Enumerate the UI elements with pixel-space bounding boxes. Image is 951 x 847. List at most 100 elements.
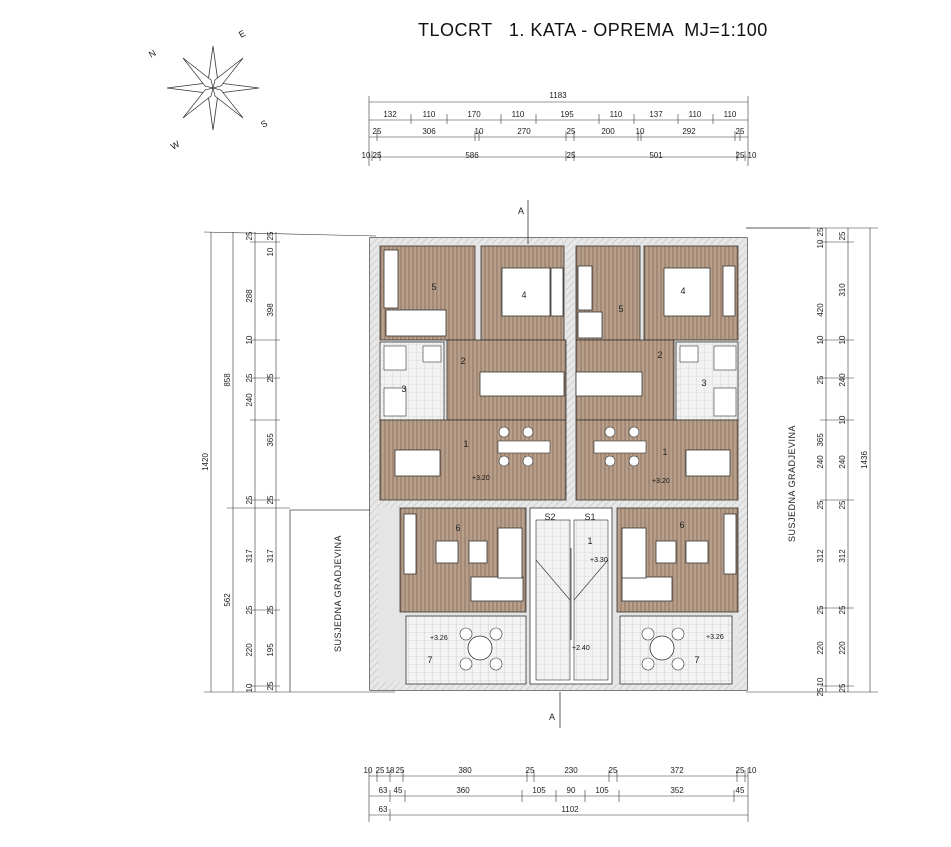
dim-text: 220 <box>245 643 254 657</box>
dim-text: 365 <box>816 433 825 447</box>
top-dimension-chains <box>368 96 749 166</box>
sofa-right <box>621 576 673 602</box>
dim-text: 380 <box>458 766 472 775</box>
bed-left-room4 <box>501 267 551 317</box>
dim-text: 240 <box>838 455 847 469</box>
room-labels: 5 4 2 3 1 6 7 5 4 2 3 1 6 7 S2 S1 1 <box>401 282 706 665</box>
neighbour-label-left: SUSJEDNA GRADJEVINA <box>333 535 343 652</box>
dim-text: 25 <box>373 151 382 160</box>
page-title: TLOCRT 1. KATA - OPREMA MJ=1:100 <box>418 20 768 40</box>
dim-text: 10 <box>748 766 757 775</box>
dim-text: 63 <box>379 786 388 795</box>
dim-text: 110 <box>724 110 737 119</box>
dim-text: 365 <box>266 433 275 447</box>
bed-left-room5 <box>385 309 447 337</box>
dining-table-right <box>685 449 731 477</box>
dim-text: 25 <box>373 127 382 136</box>
dim-text: 195 <box>266 643 275 657</box>
room-number: 2 <box>460 356 465 366</box>
dim-text: 317 <box>245 549 254 563</box>
dim-text: 25 <box>245 373 254 382</box>
dim-text: 90 <box>567 786 576 795</box>
room-7-left <box>405 615 527 685</box>
dim-text: 10 <box>816 677 825 686</box>
dim-text: 420 <box>816 303 825 317</box>
dim-text: 25 <box>736 151 745 160</box>
dim-text: 25 <box>567 151 576 160</box>
dim-text: 240 <box>816 455 825 469</box>
room-number: 6 <box>679 520 684 530</box>
dim-text: 170 <box>467 110 481 119</box>
dim-text: 105 <box>595 786 609 795</box>
dim-text: 312 <box>838 549 847 563</box>
dim-text: 1102 <box>561 805 579 814</box>
armchair-left-b <box>468 540 488 564</box>
dim-text: 25 <box>245 605 254 614</box>
elevation-label: +3.26 <box>706 634 724 641</box>
sofa-side-left <box>497 527 523 579</box>
armchair-right-b <box>685 540 709 564</box>
dim-text: 240 <box>838 373 847 387</box>
dim-text: 25 <box>736 766 745 775</box>
dim-text: 200 <box>601 127 615 136</box>
table-chair <box>628 426 640 438</box>
terrace-chair-left <box>489 657 503 671</box>
dim-text: 110 <box>689 110 702 119</box>
dim-text: 25 <box>567 127 576 136</box>
terrace-chair-right <box>671 627 685 641</box>
neighbour-building-left: SUSJEDNA GRADJEVINA <box>289 509 377 692</box>
dim-text: 230 <box>564 766 578 775</box>
terrace-chair-right <box>671 657 685 671</box>
dim-text: 1420 <box>201 453 210 471</box>
armchair-right-a <box>655 540 677 564</box>
dim-text: 562 <box>223 593 232 607</box>
dim-text: 10 <box>816 335 825 344</box>
section-marker-bottom: A <box>549 712 555 722</box>
dim-text: 25 <box>838 683 847 692</box>
room-number: S1 <box>584 512 595 522</box>
sink-right <box>713 387 737 417</box>
bottom-dimension-texts: 10 25 18 25 380 25 230 25 372 25 10 63 4… <box>364 766 757 814</box>
dim-text: 10 <box>362 151 371 160</box>
dim-text: 398 <box>266 303 275 317</box>
dim-text: 25 <box>266 495 275 504</box>
dining-bar-left <box>497 440 551 454</box>
dim-text: 25 <box>816 500 825 509</box>
dim-text: 63 <box>379 805 388 814</box>
elevation-label: +2.40 <box>572 645 590 652</box>
dim-text: 10 <box>245 335 254 344</box>
room-number: 3 <box>401 384 406 394</box>
dim-text: 220 <box>816 641 825 655</box>
bottom-dimension-chains <box>368 768 749 822</box>
dim-text: 317 <box>266 549 275 563</box>
room-7-right <box>619 615 733 685</box>
dim-text: 25 <box>396 766 405 775</box>
room-number: 4 <box>680 286 685 296</box>
dim-text: 310 <box>838 283 847 297</box>
dim-text: 10 <box>364 766 373 775</box>
dim-text: 10 <box>748 151 757 160</box>
dim-text: 110 <box>512 110 525 119</box>
room-number: S2 <box>544 512 555 522</box>
dim-text: 110 <box>423 110 436 119</box>
section-marker-top: A <box>518 206 524 216</box>
dim-text: 25 <box>245 231 254 240</box>
elevation-label: +3.26 <box>430 635 448 642</box>
wardrobe-right-room4 <box>722 265 736 317</box>
dim-text: 10 <box>838 415 847 424</box>
dim-text: 25 <box>838 500 847 509</box>
terrace-chair-right <box>641 657 655 671</box>
wardrobe-right-room5 <box>577 265 593 311</box>
kitchen-counter-right <box>575 371 643 397</box>
elevation-label: +3.30 <box>590 557 608 564</box>
elevation-label: +3.20 <box>472 475 490 482</box>
table-chair <box>604 455 616 467</box>
armchair-left-a <box>435 540 459 564</box>
dim-text: 25 <box>816 227 825 236</box>
bed-right-room5 <box>577 311 603 339</box>
terrace-chair-right <box>641 627 655 641</box>
table-chair <box>522 455 534 467</box>
terrace-table-right <box>649 635 675 661</box>
dim-text: 25 <box>266 231 275 240</box>
